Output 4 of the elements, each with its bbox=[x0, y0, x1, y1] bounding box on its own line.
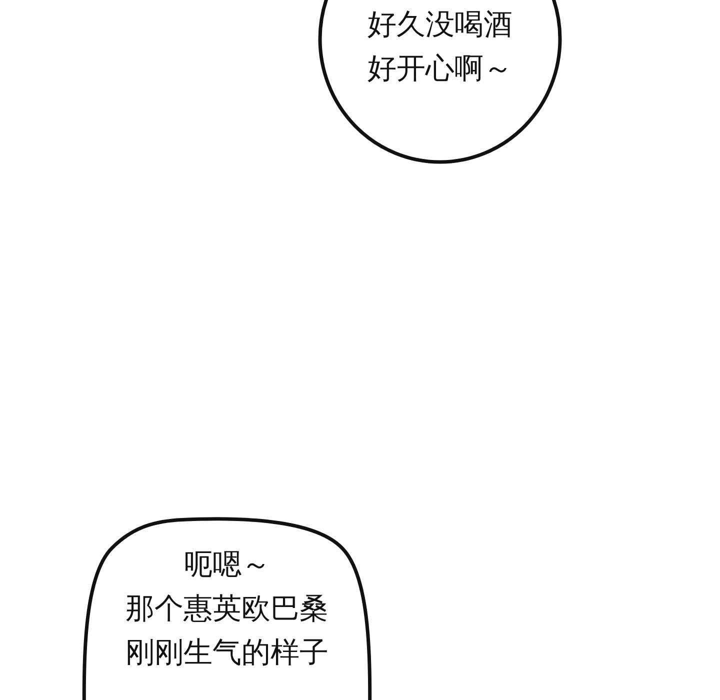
speech-text: 好久没喝酒好开心啊～ bbox=[366, 6, 514, 87]
speech-text: 那个惠英欧巴桑刚刚生气的样子 bbox=[124, 590, 330, 671]
speech-text: 呃嗯～ bbox=[182, 546, 272, 583]
speech-bubble bbox=[82, 518, 372, 700]
